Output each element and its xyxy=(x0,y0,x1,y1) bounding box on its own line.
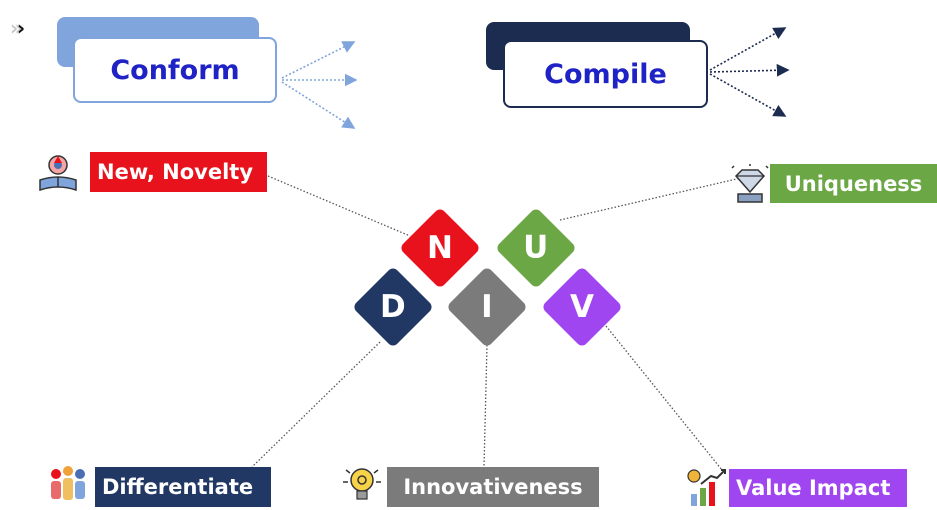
label-differentiate-text: Differentiate xyxy=(102,475,254,499)
compile-arrow-up xyxy=(709,27,787,71)
conform-label: Conform xyxy=(110,54,240,86)
compile-arrow-down xyxy=(709,73,787,117)
connector-i xyxy=(483,344,488,468)
label-innovativeness: Innovativeness xyxy=(387,467,599,507)
diamond-icon xyxy=(731,164,769,203)
label-value-impact: Value Impact xyxy=(729,469,907,507)
connector-v xyxy=(605,325,723,471)
label-new-novelty: New, Novelty xyxy=(90,152,267,192)
conform-arrow-down xyxy=(281,81,356,129)
diamond-i-letter: I xyxy=(481,288,493,325)
growth-chart-icon xyxy=(687,469,726,506)
diamond-n-letter: N xyxy=(427,229,453,266)
diamond-d-letter: D xyxy=(380,288,406,325)
diamond-v-letter: V xyxy=(570,289,594,325)
connector-n xyxy=(267,175,411,237)
conform-arrow-up xyxy=(281,41,356,79)
label-differentiate: Differentiate xyxy=(95,467,271,507)
rocket-book-icon xyxy=(39,155,77,192)
conform-card: Conform xyxy=(73,37,277,103)
lightbulb-gear-icon xyxy=(343,468,381,500)
compile-label: Compile xyxy=(544,58,667,90)
compile-arrow-mid xyxy=(709,63,790,77)
diamond-u-letter: U xyxy=(523,230,549,266)
connector-u xyxy=(559,176,746,221)
connector-d xyxy=(251,341,381,468)
label-value-impact-text: Value Impact xyxy=(736,476,891,500)
label-new-novelty-text: New, Novelty xyxy=(97,160,254,184)
compile-card: Compile xyxy=(503,40,708,108)
label-innovativeness-text: Innovativeness xyxy=(403,475,583,499)
label-uniqueness: Uniqueness xyxy=(770,164,937,203)
people-group-icon xyxy=(51,466,85,500)
label-uniqueness-text: Uniqueness xyxy=(784,171,923,196)
